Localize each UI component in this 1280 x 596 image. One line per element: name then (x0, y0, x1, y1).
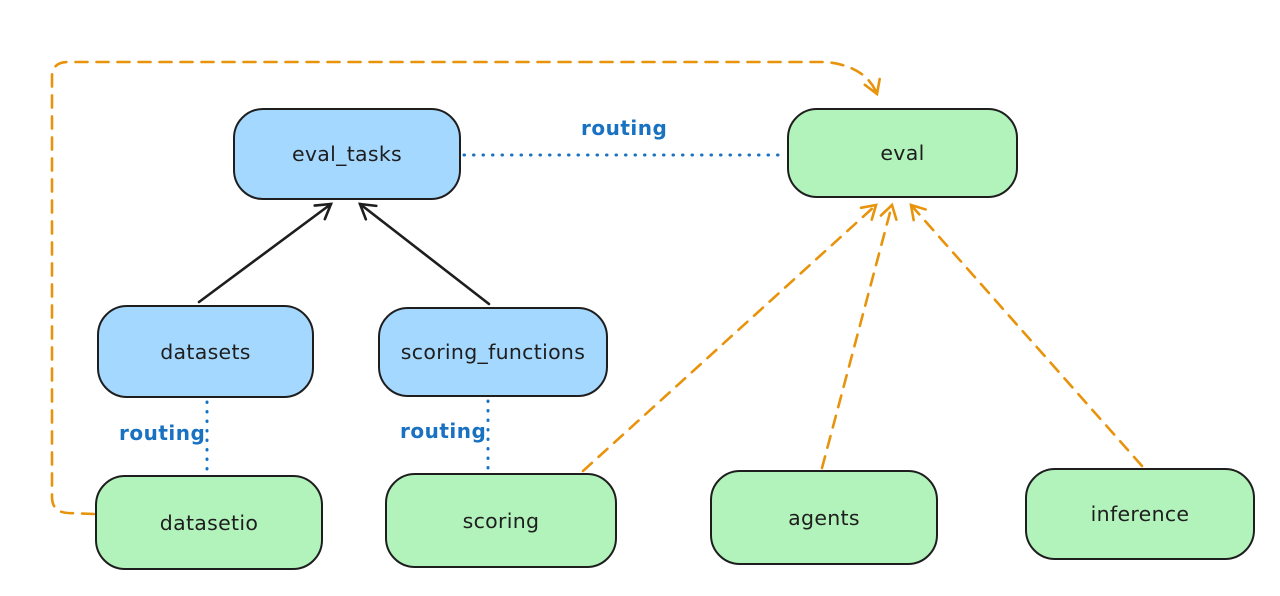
edge-label-routing-datasets-datasetio: routing (119, 421, 206, 445)
edge-scoring-to-eval (581, 203, 878, 473)
node-agents-label: agents (788, 505, 860, 530)
node-inference: inference (1025, 468, 1255, 560)
edge-inference-to-eval (909, 203, 1144, 468)
node-datasets-label: datasets (160, 339, 251, 364)
node-inference-label: inference (1090, 502, 1190, 526)
node-datasetio-label: datasetio (159, 510, 259, 535)
edge-label-routing-scoring-functions-scoring: routing (400, 419, 487, 443)
edge-datasetio-to-eval (50, 60, 881, 516)
edge-scoring-functions-to-eval-tasks (358, 202, 491, 306)
node-agents: agents (710, 470, 938, 565)
node-scoring-label: scoring (462, 508, 540, 533)
node-scoring-functions: scoring_functions (378, 307, 608, 397)
node-eval-tasks-label: eval_tasks (291, 142, 403, 166)
node-scoring-functions-label: scoring_functions (400, 340, 586, 364)
edge-datasets-to-eval-tasks (197, 202, 334, 304)
node-eval: eval (787, 108, 1018, 198)
node-eval-label: eval (880, 141, 925, 165)
node-datasets: datasets (97, 305, 314, 398)
node-datasetio: datasetio (95, 475, 323, 570)
node-scoring: scoring (385, 473, 617, 568)
edge-label-routing-eval-tasks-eval: routing (581, 116, 668, 140)
node-eval-tasks: eval_tasks (233, 108, 461, 200)
edge-agents-to-eval (820, 202, 898, 470)
